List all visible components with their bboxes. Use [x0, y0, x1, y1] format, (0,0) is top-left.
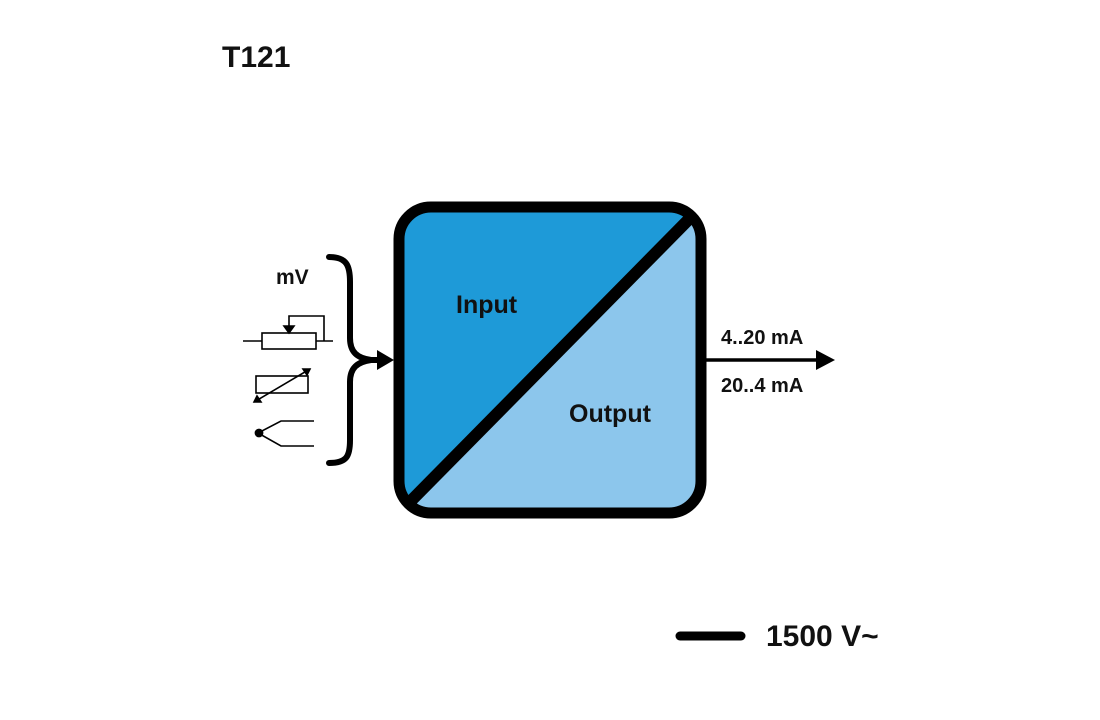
potentiometer-icon	[243, 315, 333, 350]
thermistor-icon	[252, 368, 312, 403]
isolation-label: 1500 V~	[766, 620, 879, 653]
input-label: Input	[456, 291, 518, 319]
model-title: T121	[222, 41, 290, 74]
input-arrow	[366, 350, 394, 370]
output-signal-2: 20..4 mA	[721, 375, 803, 397]
converter-block	[393, 201, 707, 519]
output-arrow	[701, 350, 835, 370]
output-signal-1: 4..20 mA	[721, 327, 803, 349]
divider-line	[399, 207, 701, 513]
output-label: Output	[569, 400, 652, 428]
thermocouple-icon	[254, 420, 314, 447]
mv-label: mV	[276, 266, 309, 289]
input-brace	[326, 254, 372, 466]
